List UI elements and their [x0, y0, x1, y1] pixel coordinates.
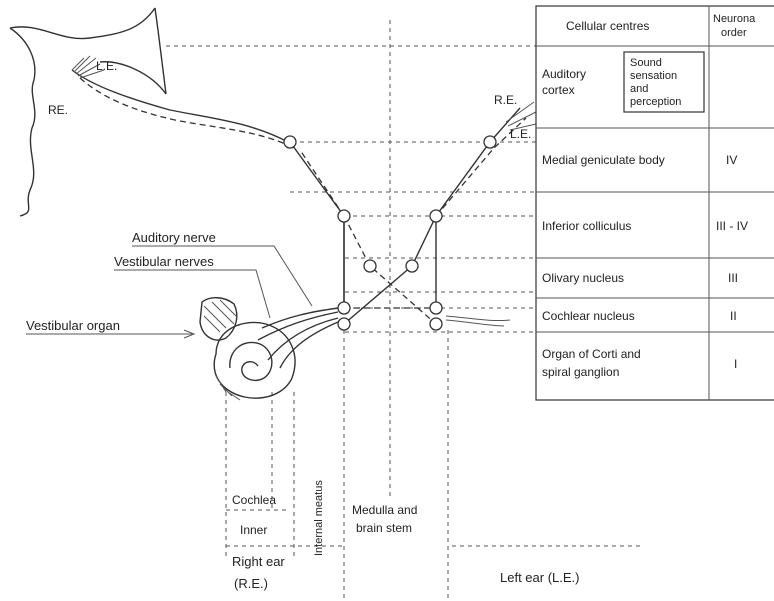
node-ic-right [338, 210, 350, 222]
node-mgb-left [484, 136, 496, 148]
node-cn-left-upper [430, 302, 442, 314]
row-corti-centre-2: spiral ganglion [542, 365, 619, 379]
re-label-left: RE. [48, 103, 68, 117]
right-ear-label-2: (R.E.) [234, 576, 268, 591]
row-olive-centre: Olivary nucleus [542, 271, 624, 285]
row-mgb-order: IV [726, 153, 737, 167]
vestibular-organ-shape [200, 298, 237, 340]
table-header-order-2: order [721, 27, 747, 39]
node-olive-left [406, 260, 418, 272]
vestibular-organ-hatch [204, 300, 236, 332]
row-mgb-centre: Medial geniculate body [542, 153, 665, 167]
node-ic-left [430, 210, 442, 222]
cortex-curl-dashed [80, 78, 290, 146]
node-cn-right-upper [338, 302, 350, 314]
row-ic-centre: Inferior colliculus [542, 219, 631, 233]
sound-label-4: perception [630, 96, 681, 108]
left-nerve-stub [446, 316, 510, 326]
head-outline [10, 8, 166, 216]
table-header-order-1: Neurona [713, 13, 756, 25]
row-corti-centre-1: Organ of Corti and [542, 347, 641, 361]
row-cn-centre: Cochlear nucleus [542, 309, 635, 323]
row-ic-order: III - IV [716, 219, 748, 233]
sound-label-3: and [630, 83, 648, 95]
le-label-right: L.E. [510, 127, 531, 141]
re-label-right: R.E. [494, 93, 517, 107]
node-olive-right [364, 260, 376, 272]
cochlea-spiral [230, 342, 272, 380]
cochlea-hatch [216, 376, 240, 400]
cochlea-label: Cochlea [232, 493, 276, 507]
auditory-nerve-label: Auditory nerve [132, 230, 216, 245]
table-header-centres: Cellular centres [566, 19, 649, 33]
row-olive-order: III [728, 271, 738, 285]
vestibular-organ-label: Vestibular organ [26, 318, 120, 333]
cortex-curl [72, 70, 288, 142]
sound-label-1: Sound [630, 57, 662, 69]
vestibular-nerves-pointer [114, 270, 270, 318]
sound-label-2: sensation [630, 70, 677, 82]
node-cn-left-lower [430, 318, 442, 330]
node-cn-right-lower [338, 318, 350, 330]
le-label-left: L.E. [96, 59, 117, 73]
row-corti-order: I [734, 357, 737, 371]
cochlea-shell [214, 322, 295, 398]
internal-meatus-label: Internal meatus [313, 480, 325, 556]
node-mgb-right [284, 136, 296, 148]
medulla-label-1: Medulla and [352, 503, 417, 517]
left-ear-label: Left ear (L.E.) [500, 570, 579, 585]
row-cn-order: II [730, 309, 737, 323]
cortex-label-2: cortex [542, 83, 575, 97]
vestibular-nerves-label: Vestibular nerves [114, 254, 214, 269]
medulla-label-2: brain stem [356, 521, 412, 535]
inner-label: Inner [240, 523, 267, 537]
right-ear-label-1: Right ear [232, 554, 285, 569]
cortex-label-1: Auditory [542, 67, 586, 81]
